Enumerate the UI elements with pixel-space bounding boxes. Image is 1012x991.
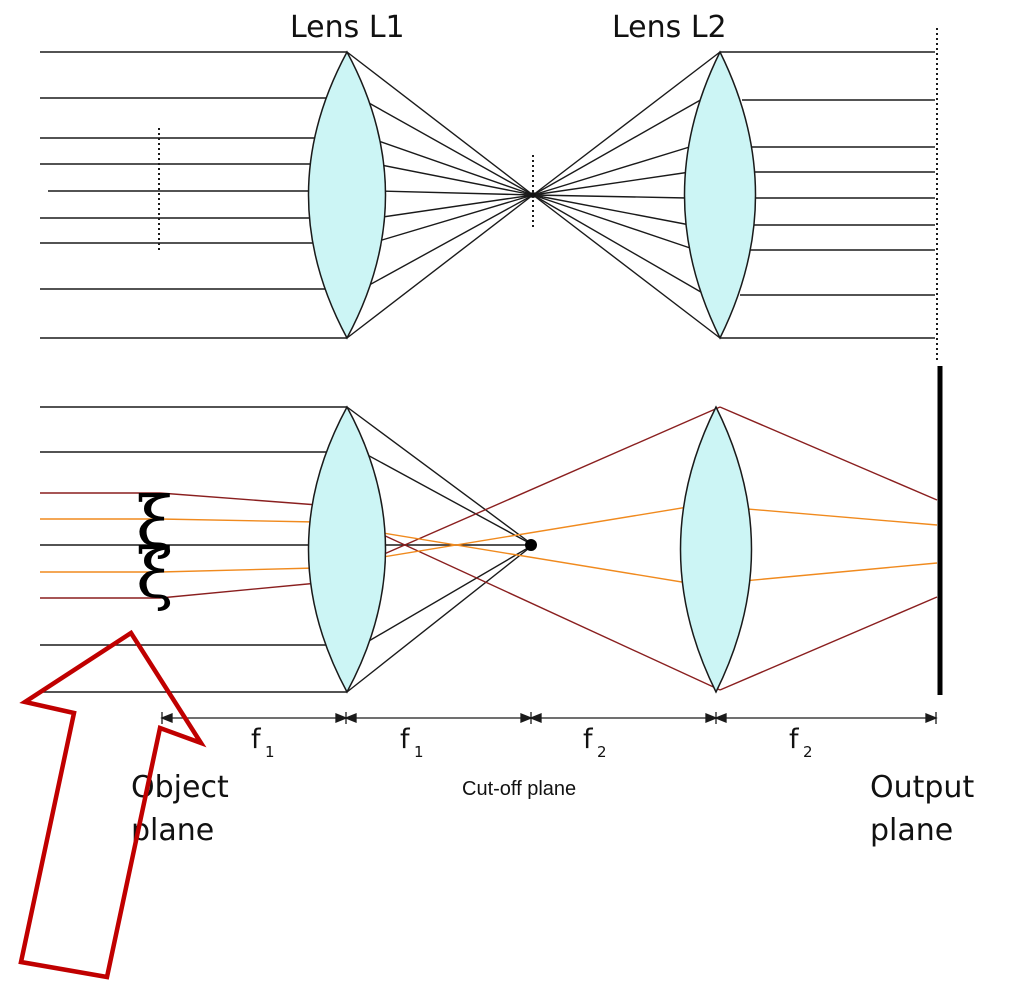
focal-label-f2-b: f 2 bbox=[789, 724, 813, 761]
cutoff-plane-label: Cut-off plane bbox=[462, 778, 576, 800]
svg-text:1: 1 bbox=[414, 743, 424, 761]
lens-l1-top bbox=[307, 50, 387, 340]
bottom-diffracted-ray-darkred bbox=[159, 582, 319, 599]
bottom-diffracted-ray-orange bbox=[159, 518, 317, 523]
top-diverging-ray bbox=[532, 194, 688, 199]
lens-l1-label: Lens L1 bbox=[290, 10, 405, 45]
top-converging-ray bbox=[359, 97, 534, 196]
bottom-diffracted-ray-darkred bbox=[719, 406, 938, 501]
svg-text:2: 2 bbox=[803, 743, 813, 761]
bottom-converging-ray bbox=[346, 544, 534, 693]
svg-text:f: f bbox=[251, 724, 262, 755]
svg-text:f: f bbox=[400, 724, 411, 755]
top-focal-point bbox=[530, 192, 536, 198]
top-diverging-ray bbox=[532, 51, 721, 196]
cutoff-stop-dot bbox=[525, 539, 537, 551]
svg-text:f: f bbox=[583, 724, 594, 755]
top-panel bbox=[40, 51, 935, 339]
output-plane-label-line1: Output bbox=[870, 770, 974, 805]
focal-label-f1-a: f 1 bbox=[251, 724, 275, 761]
annotation-arrow bbox=[18, 629, 207, 980]
top-diverging-ray bbox=[532, 194, 707, 296]
bottom-panel bbox=[40, 406, 938, 693]
top-converging-ray bbox=[375, 194, 534, 219]
top-converging-ray bbox=[375, 163, 534, 196]
lens-l1-bottom bbox=[307, 405, 387, 694]
top-diverging-ray bbox=[532, 194, 697, 251]
svg-text:2: 2 bbox=[597, 743, 607, 761]
svg-text:1: 1 bbox=[265, 743, 275, 761]
bottom-diffracted-ray-darkred bbox=[159, 492, 319, 506]
focal-label-f2-a: f 2 bbox=[583, 724, 607, 761]
object-squiggle: ξ bbox=[136, 483, 173, 562]
top-diverging-ray bbox=[532, 171, 691, 196]
top-converging-ray bbox=[369, 137, 534, 196]
top-diverging-ray bbox=[532, 194, 721, 339]
top-diverging-ray bbox=[532, 144, 697, 196]
bottom-converging-ray bbox=[361, 544, 534, 646]
top-converging-ray bbox=[361, 194, 534, 290]
focal-label-f1-b: f 1 bbox=[400, 724, 424, 761]
top-diverging-ray bbox=[532, 97, 705, 196]
top-diverging-ray bbox=[532, 194, 691, 226]
lens-l2-bottom bbox=[679, 405, 753, 694]
focal-dimension-line bbox=[160, 712, 938, 724]
top-converging-ray bbox=[379, 190, 534, 196]
object-squiggle: ξ bbox=[136, 535, 173, 614]
bottom-diffracted-ray-darkred bbox=[719, 596, 938, 691]
lens-l2-top bbox=[683, 50, 757, 340]
top-converging-ray bbox=[371, 194, 534, 244]
output-plane-label-line2: plane bbox=[870, 813, 953, 848]
bottom-converging-ray bbox=[361, 451, 534, 546]
lens-l2-label: Lens L2 bbox=[612, 10, 727, 45]
object-plane-label-line2: plane bbox=[131, 813, 214, 848]
bottom-converging-ray bbox=[346, 406, 534, 546]
top-converging-ray bbox=[346, 194, 534, 339]
bottom-diffracted-ray-orange bbox=[159, 567, 317, 573]
svg-text:f: f bbox=[789, 724, 800, 755]
top-converging-ray bbox=[346, 51, 534, 196]
